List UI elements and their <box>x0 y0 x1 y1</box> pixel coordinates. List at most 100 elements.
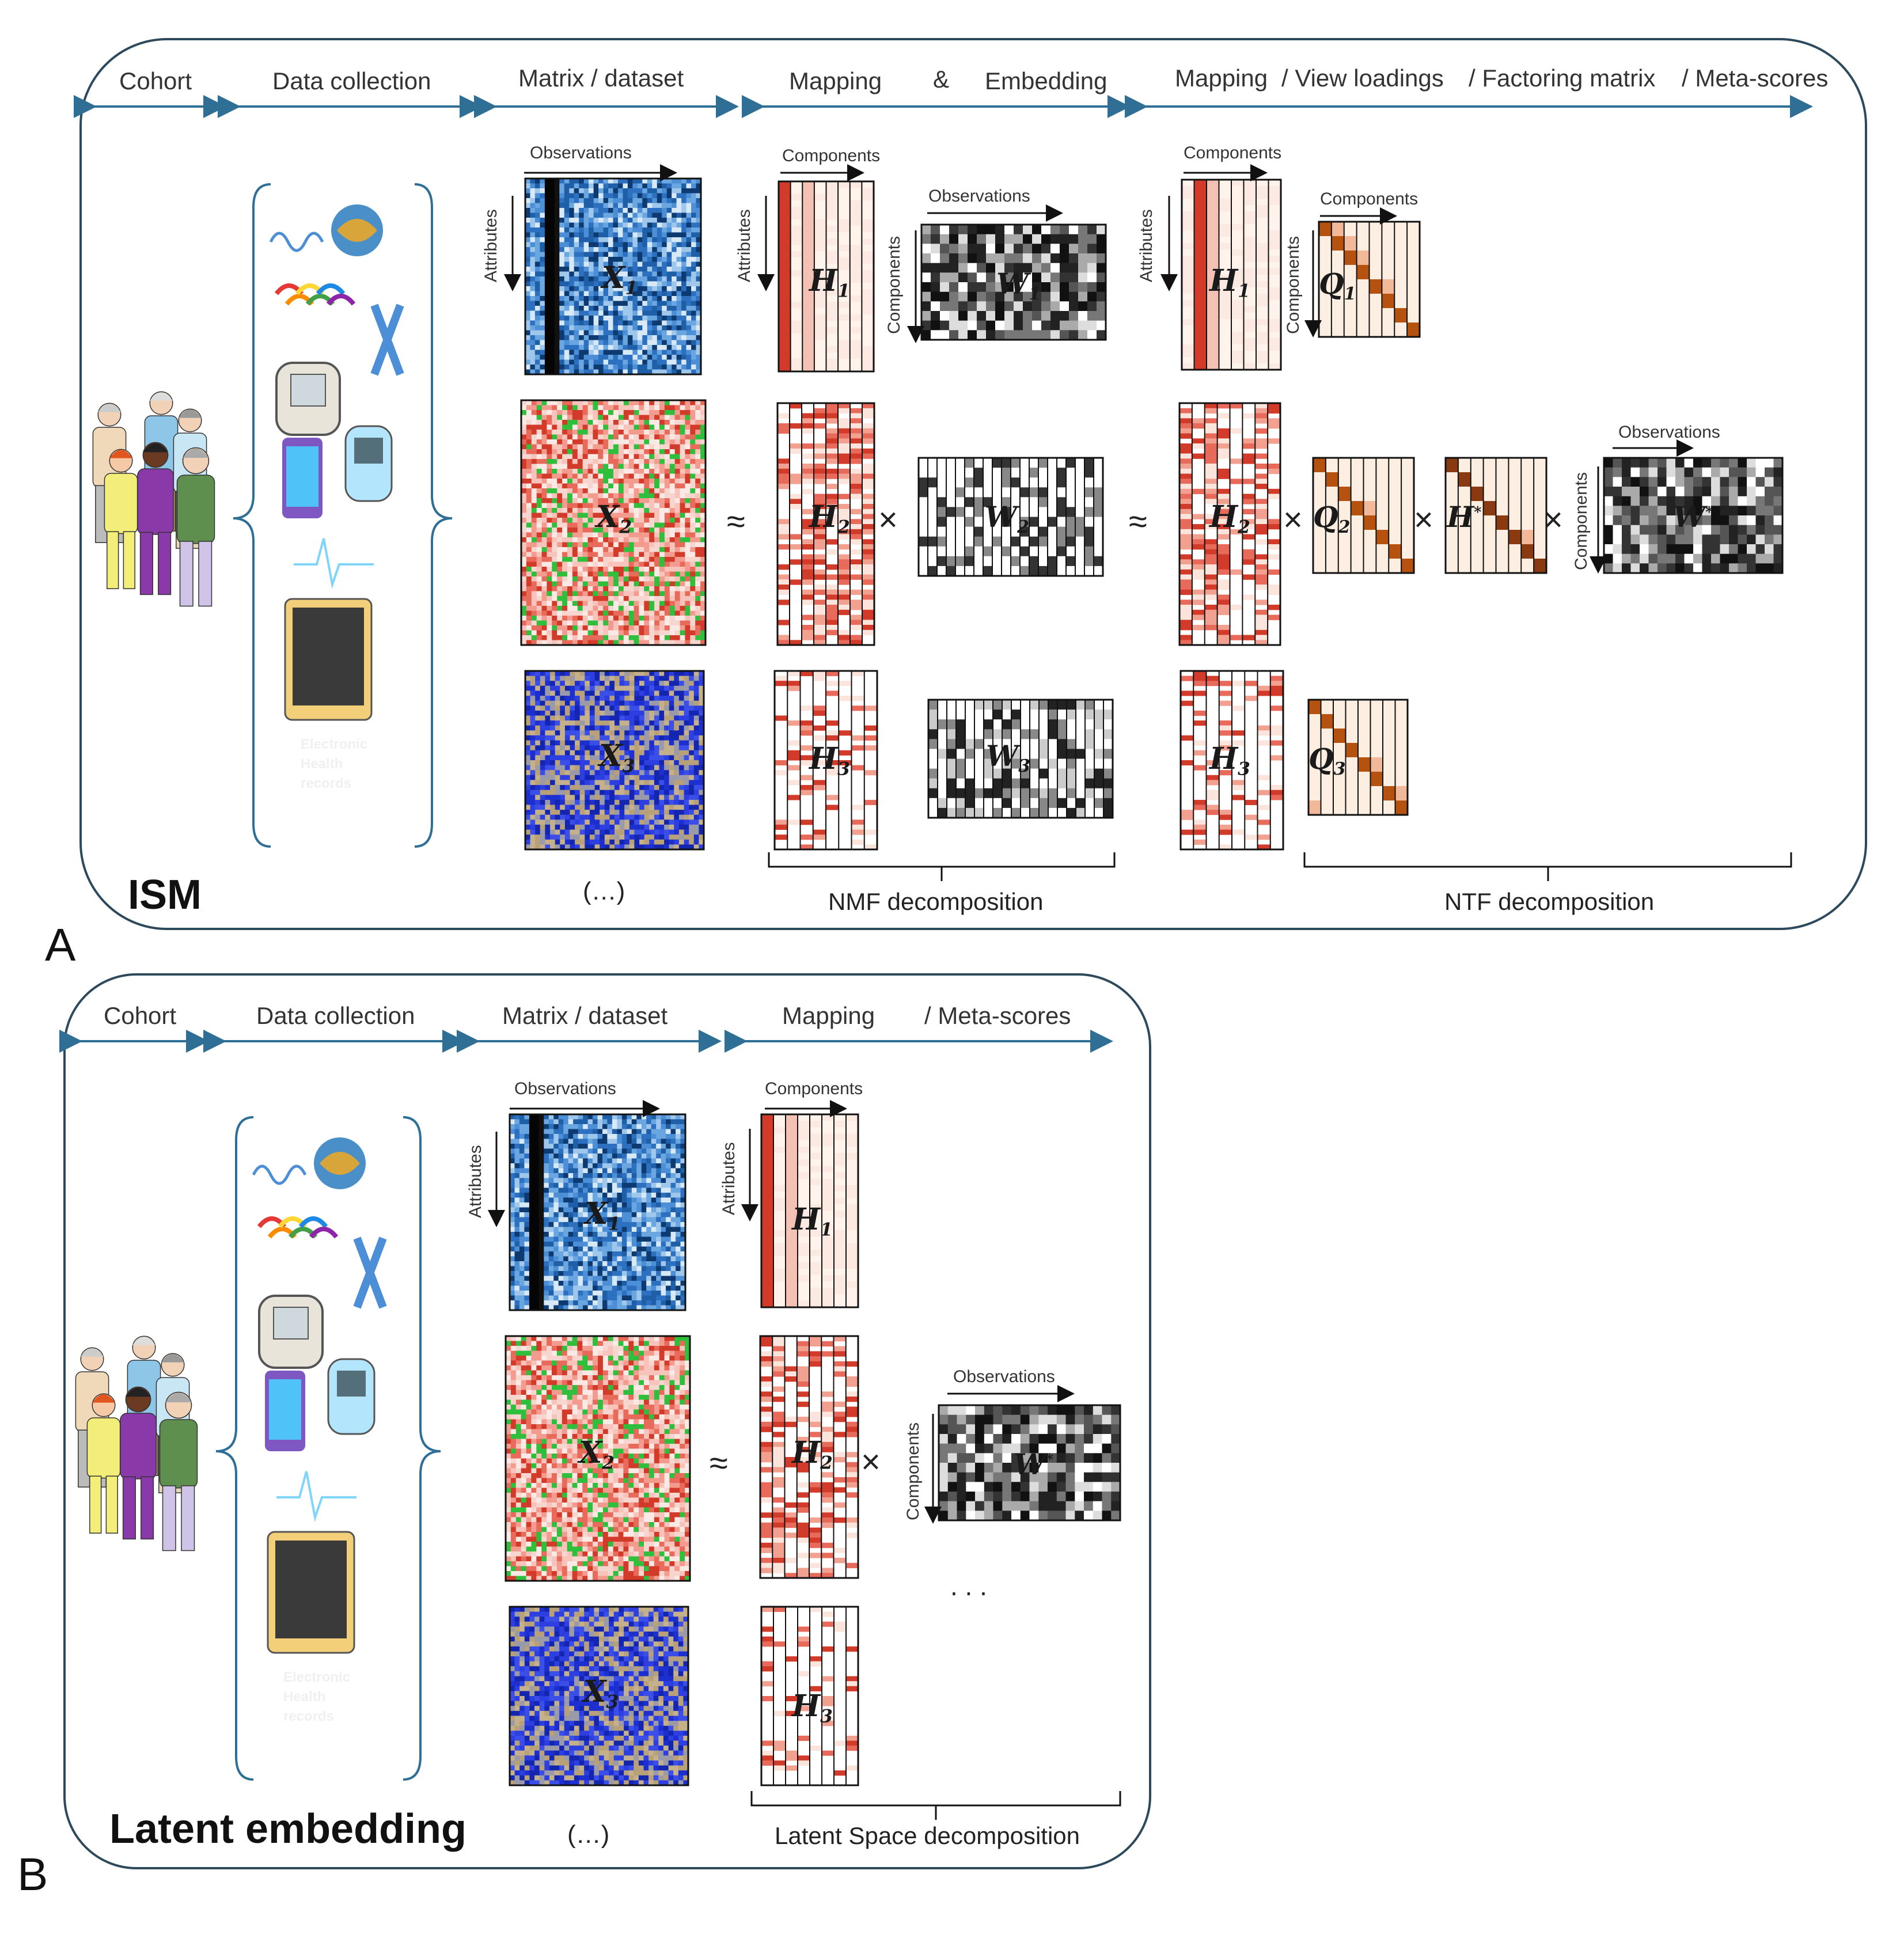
header-amp: & <box>933 66 949 93</box>
q3-label-sub: 3 <box>1334 759 1346 779</box>
obs-label-b-w: Observations <box>953 1367 1055 1386</box>
b-x2-label-sub: 2 <box>601 1452 615 1473</box>
h2-ntf-label-sub: 2 <box>1237 517 1250 537</box>
hstar-label-base: H <box>1446 500 1475 534</box>
approx-op-b: ≈ <box>710 1444 728 1482</box>
x1-label-sub: 1 <box>625 278 638 298</box>
x2-label-base: X <box>594 499 621 534</box>
panel-a-title: ISM <box>128 872 202 918</box>
times-op-b: × <box>861 1443 881 1481</box>
times-op-2: × <box>1283 501 1303 538</box>
b-x3-label-base: X <box>581 1674 608 1709</box>
header-matrix-dataset: Matrix / dataset <box>518 64 684 92</box>
times-op-3: × <box>1414 501 1433 538</box>
panel-b-dots: . . . <box>950 1571 987 1601</box>
times-op-4: × <box>1543 501 1563 538</box>
header-b-mapping: Mapping <box>782 1002 875 1029</box>
ehr-line-2: records <box>283 1709 334 1724</box>
obs-label-b-x1: Observations <box>514 1079 616 1098</box>
obs-label-x1: Observations <box>530 143 632 162</box>
x3-label-base: X <box>597 738 624 773</box>
h3-ntf-label-sub: 3 <box>1238 758 1250 779</box>
q2-label-base: Q <box>1313 500 1338 534</box>
comp-label-q1: Components <box>1320 189 1418 208</box>
h2-label-base: H <box>808 499 839 534</box>
obs-label-w1: Observations <box>928 187 1030 206</box>
nmf-decomposition-label: NMF decomposition <box>828 888 1043 915</box>
ntf-decomposition-label: NTF decomposition <box>1444 888 1654 915</box>
ehr-line-0: Electronic <box>301 737 367 752</box>
comp-label-wstar: Components <box>1572 472 1591 570</box>
header-view-loadings: / View loadings <box>1281 64 1444 92</box>
b-w-label-base: W <box>1014 1447 1049 1481</box>
x2-label-sub: 2 <box>619 517 632 537</box>
h1-label-sub: 1 <box>837 280 850 301</box>
b-h3-label-sub: 3 <box>820 1706 833 1727</box>
wstar-label-base: W <box>1673 500 1708 534</box>
comp-label-h1-ntf: Components <box>1184 143 1281 162</box>
b-h1-label-base: H <box>791 1202 821 1237</box>
latent-space-brace <box>752 1791 1120 1820</box>
approx-op-2: ≈ <box>1129 503 1147 540</box>
b-x1-label-base: X <box>583 1196 609 1231</box>
h1-label-base: H <box>808 263 839 298</box>
ehr-line-1: Health <box>283 1689 325 1705</box>
h3-ntf-label-base: H <box>1208 741 1239 776</box>
wstar-label-sup: * <box>1705 504 1713 521</box>
attr-label-b-x1: Attributes <box>466 1145 485 1218</box>
panel-a-header: Cohort Data collection Matrix / dataset … <box>119 64 1828 94</box>
panel-b-title: Latent embedding <box>109 1806 466 1852</box>
header-b-matrix-dataset: Matrix / dataset <box>502 1002 667 1029</box>
x3-label-sub: 3 <box>622 756 635 776</box>
panel-b-data-brace <box>216 1117 253 1780</box>
comp-label-b-w: Components <box>904 1422 923 1520</box>
approx-op-1: ≈ <box>727 503 745 540</box>
comp-label-w1: Components <box>885 236 904 334</box>
q1-label-base: Q <box>1319 267 1344 301</box>
panel-a: A ISM Cohort Data collection Matrix / da… <box>45 39 1866 970</box>
ehr-line-2: records <box>301 776 351 791</box>
b-w-label-sup: * <box>1046 1451 1053 1468</box>
ntf-brace <box>1304 852 1791 881</box>
panel-b-data-brace-right <box>403 1117 441 1780</box>
panel-a-ellipsis: (…) <box>583 877 625 905</box>
cohort-people-icon-b <box>75 1336 197 1550</box>
h2-ntf-label-base: H <box>1208 499 1239 534</box>
b-h2-label-base: H <box>791 1435 821 1470</box>
panel-a-letter: A <box>45 919 76 970</box>
header-b-cohort: Cohort <box>104 1002 176 1029</box>
w3-label-sub: 3 <box>1018 756 1030 776</box>
header-b-data-collection: Data collection <box>256 1002 415 1029</box>
h1-ntf-label-sub: 1 <box>1238 280 1250 301</box>
q3-label-base: Q <box>1308 742 1334 776</box>
h1-ntf-label-base: H <box>1208 263 1239 298</box>
b-x2-label-base: X <box>577 1435 604 1470</box>
attr-label-b-h1: Attributes <box>719 1142 738 1215</box>
hstar-label-sup: * <box>1474 504 1481 521</box>
nmf-brace <box>769 852 1114 881</box>
header-cohort: Cohort <box>119 67 192 94</box>
w2-label-sub: 2 <box>1017 517 1029 537</box>
panel-b-header: Cohort Data collection Matrix / dataset … <box>104 1002 1071 1029</box>
times-op-1: × <box>878 501 898 538</box>
ehr-line-1: Health <box>301 756 343 772</box>
w3-label-base: W <box>986 739 1021 773</box>
h3-label-base: H <box>808 741 839 776</box>
b-h2-label-sub: 2 <box>820 1452 833 1473</box>
panel-b: B Latent embedding Cohort Data collectio… <box>17 974 1150 1900</box>
q1-label-sub: 1 <box>1344 284 1356 304</box>
w1-label-base: W <box>996 267 1031 301</box>
x1-label-base: X <box>600 260 627 295</box>
panel-a-data-brace-right <box>415 184 452 847</box>
header-data-collection: Data collection <box>272 67 431 94</box>
w2-label-base: W <box>985 500 1020 534</box>
attr-label-h1-ntf: Attributes <box>1137 209 1156 282</box>
ehr-line-0: Electronic <box>283 1670 350 1685</box>
h3-label-sub: 3 <box>837 758 850 779</box>
b-h3-label-base: H <box>791 1689 821 1724</box>
